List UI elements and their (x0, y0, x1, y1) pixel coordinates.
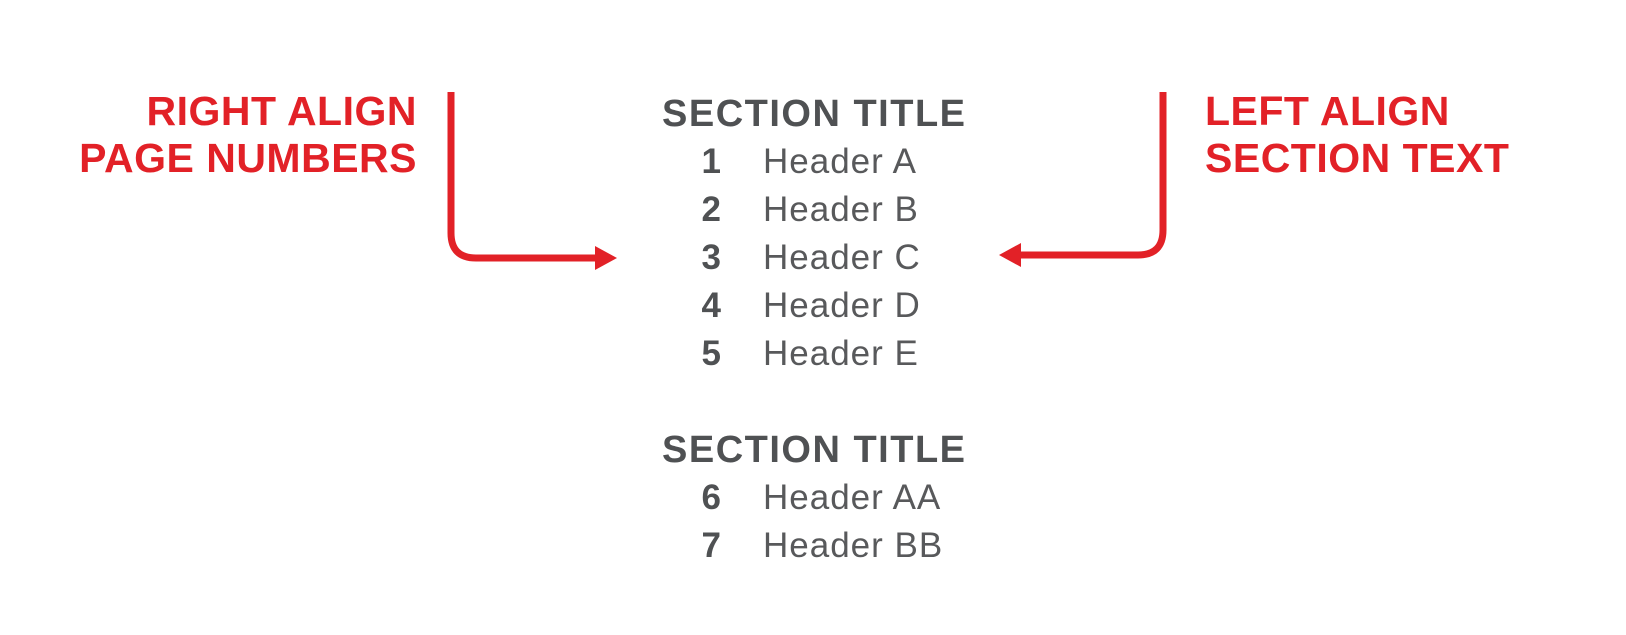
annotation-line: PAGE NUMBERS (79, 135, 417, 181)
annotation-left-align-section-text: LEFT ALIGN SECTION TEXT (1205, 88, 1509, 182)
page-number: 2 (701, 190, 722, 229)
header-label: Header AA (763, 478, 942, 517)
page-number: 5 (701, 334, 722, 373)
page-number: 3 (701, 238, 722, 277)
page-number: 7 (701, 526, 722, 565)
header-label: Header D (763, 286, 921, 325)
header-label: Header A (763, 142, 917, 181)
section-title: SECTION TITLE (662, 93, 967, 135)
header-label: Header E (763, 334, 919, 373)
toc-entry: 5 Header E (662, 330, 1102, 378)
annotation-line: SECTION TEXT (1205, 135, 1510, 181)
annotation-line: RIGHT ALIGN (146, 88, 417, 134)
toc-entry: 2 Header B (662, 186, 1102, 234)
header-label: Header C (763, 238, 921, 277)
toc-entry: 3 Header C (662, 234, 1102, 282)
annotation-line: LEFT ALIGN (1205, 88, 1450, 134)
page-number: 6 (701, 478, 722, 517)
right-align-arrow-icon (447, 92, 617, 270)
section-title: SECTION TITLE (662, 429, 967, 471)
header-label: Header BB (763, 526, 944, 565)
header-label: Header B (763, 190, 919, 229)
table-of-contents: SECTION TITLE 1 Header A 2 Header B 3 He… (662, 90, 1102, 570)
toc-entry: 7 Header BB (662, 522, 1102, 570)
toc-entry: 4 Header D (662, 282, 1102, 330)
toc-entry: 6 Header AA (662, 474, 1102, 522)
page-number: 4 (701, 286, 722, 325)
toc-entry: 1 Header A (662, 138, 1102, 186)
section-gap (662, 378, 1102, 426)
annotation-right-align-page-numbers: RIGHT ALIGN PAGE NUMBERS (0, 88, 417, 182)
page-number: 1 (701, 142, 722, 181)
